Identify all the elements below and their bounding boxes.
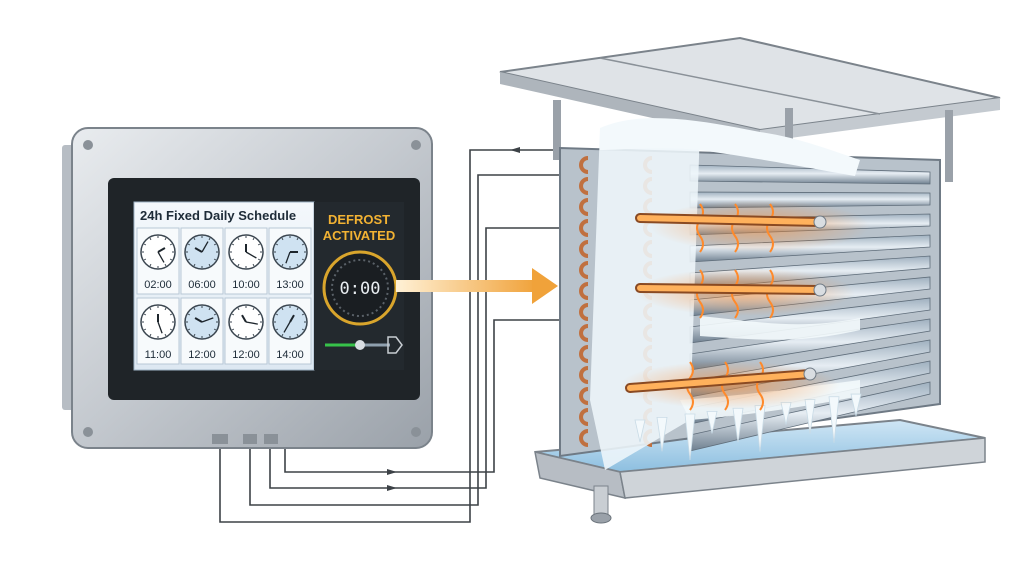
wire-1: [219, 149, 560, 523]
drain-pipe-icon: [590, 485, 612, 524]
cable-gland: [264, 434, 278, 444]
heat-wave: [696, 203, 704, 253]
slider-icon: [325, 336, 403, 354]
schedule-time-label: 06:00: [188, 279, 216, 291]
copper-bend: [579, 408, 589, 426]
copper-bend: [579, 198, 589, 216]
schedule-slot: 11:00: [136, 297, 180, 365]
timer-ticks: [331, 259, 389, 317]
copper-bend: [579, 387, 589, 405]
screw-icon: [83, 427, 93, 437]
icicle: [684, 413, 696, 461]
schedule-time-label: 14:00: [276, 349, 304, 361]
schedule-slot: 06:00: [180, 227, 224, 295]
heat-wave: [721, 361, 729, 411]
heat-wave: [696, 269, 704, 319]
frost-top: [600, 118, 860, 176]
schedule-slot: 14:00: [268, 297, 312, 365]
wire-4: [284, 319, 566, 473]
control-wires: [219, 149, 566, 523]
schedule-slot: 02:00: [136, 227, 180, 295]
icicle: [656, 416, 668, 452]
copper-bend: [579, 219, 589, 237]
wire-3: [269, 227, 566, 489]
clock-face-icon: [272, 304, 308, 340]
frost-streak: [700, 316, 860, 340]
heater-element-icon: [635, 283, 827, 297]
copper-bend: [579, 345, 589, 363]
schedule-time-label: 13:00: [276, 279, 304, 291]
copper-bend: [579, 303, 589, 321]
copper-bend: [579, 240, 589, 258]
clock-face-icon: [184, 304, 220, 340]
wire-2: [249, 174, 565, 506]
clock-face-icon: [228, 304, 264, 340]
copper-bend: [579, 156, 589, 174]
icicle: [634, 419, 646, 443]
schedule-time-label: 02:00: [144, 279, 172, 291]
cable-gland: [243, 434, 257, 444]
controller-unit: 24h Fixed Daily Schedule 02:00 06:00 10:00…: [62, 127, 433, 449]
clock-face-icon: [140, 304, 176, 340]
schedule-title: 24h Fixed Daily Schedule: [140, 208, 296, 223]
copper-bend: [579, 177, 589, 195]
screw-icon: [411, 427, 421, 437]
status-line-1: DEFROST: [328, 212, 390, 227]
schedule-slot: 12:00: [180, 297, 224, 365]
schedule-slot: 12:00: [224, 297, 268, 365]
copper-bend: [579, 324, 589, 342]
schedule-slot: 13:00: [268, 227, 312, 295]
schedule-slot: 10:00: [224, 227, 268, 295]
copper-bend: [579, 366, 589, 384]
evaporator-coil: [559, 118, 941, 470]
copper-bend: [579, 261, 589, 279]
icicle: [850, 393, 862, 417]
icicle: [828, 396, 840, 443]
clock-face-icon: [272, 234, 308, 270]
screw-icon: [83, 140, 93, 150]
status-line-2: ACTIVATED: [323, 228, 395, 243]
clock-face-icon: [228, 234, 264, 270]
heater-element-icon: [625, 367, 817, 393]
cable-gland: [212, 434, 228, 444]
heat-wave: [731, 203, 739, 253]
copper-bend: [579, 282, 589, 300]
icicle: [706, 410, 718, 434]
copper-bend: [579, 429, 589, 447]
schedule-time-label: 12:00: [232, 349, 260, 361]
screw-icon: [411, 140, 421, 150]
heater-element-icon: [635, 213, 827, 229]
heat-glow: [650, 200, 870, 252]
clock-grid: 02:00 06:00 10:00 13:00 11:00 12:00 12:00 14:00: [136, 227, 312, 365]
clock-face-icon: [184, 234, 220, 270]
clock-face-icon: [140, 234, 176, 270]
heater-elements: [625, 213, 827, 393]
timer-readout: 0:00: [340, 279, 381, 299]
heat-wave: [756, 361, 764, 411]
schedule-time-label: 12:00: [188, 349, 216, 361]
icicles: [634, 393, 862, 461]
activation-arrow: [396, 268, 558, 304]
schedule-time-label: 10:00: [232, 279, 260, 291]
schedule-time-label: 11:00: [145, 349, 172, 361]
heat-wave: [766, 203, 774, 253]
